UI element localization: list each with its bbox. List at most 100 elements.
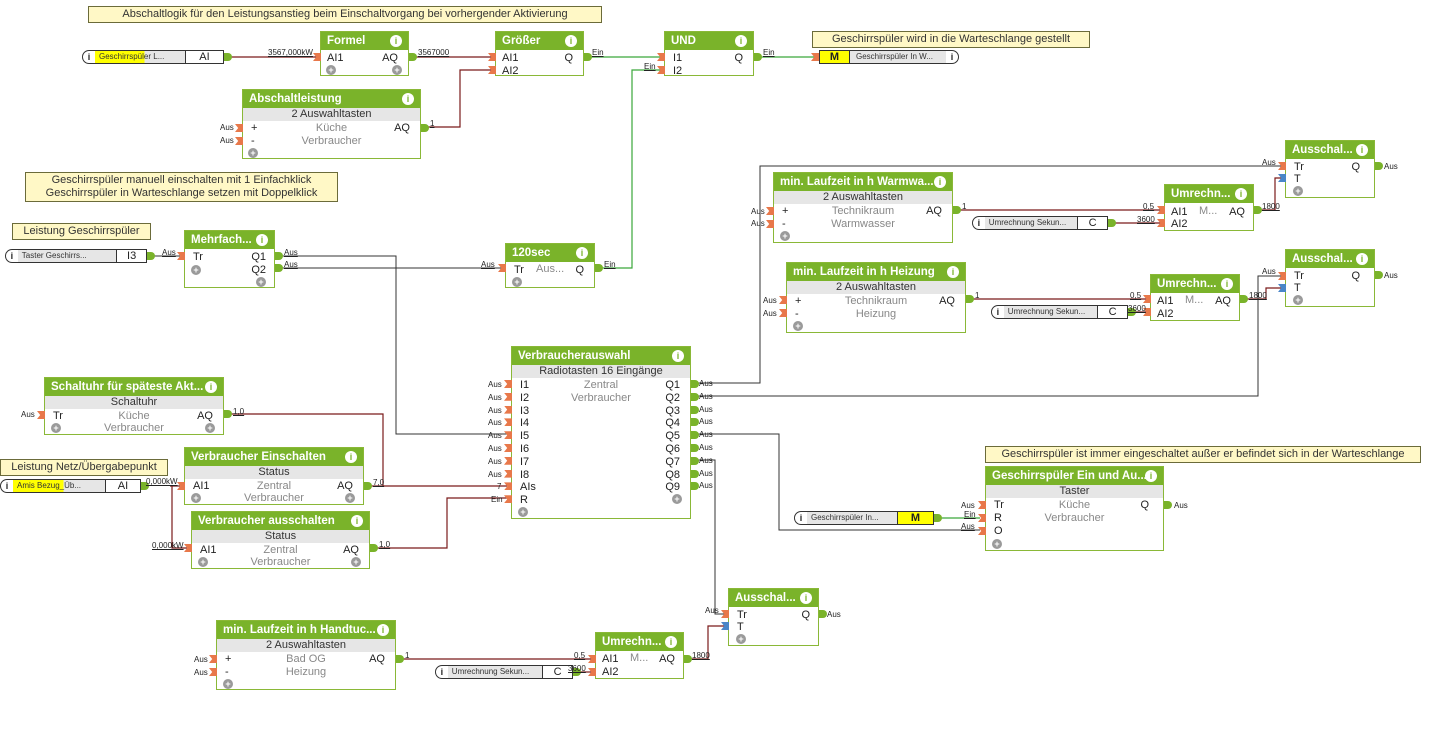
output-gs-warteschlange[interactable]: M Geschirrspüler In W... i [819, 50, 959, 64]
info-icon[interactable]: i [1221, 278, 1233, 290]
input-pin[interactable] [779, 309, 787, 317]
output-pin[interactable] [275, 252, 283, 260]
input-taster[interactable]: i Taster Geschirrs... I3 [5, 249, 147, 263]
add-input-icon[interactable]: + [1293, 186, 1303, 196]
input-pin[interactable] [978, 527, 986, 535]
output-pin[interactable] [684, 655, 692, 663]
input-pin[interactable] [1157, 219, 1165, 227]
input-pin[interactable] [588, 655, 596, 663]
add-input-icon[interactable]: + [780, 231, 790, 241]
output-pin[interactable] [364, 482, 372, 490]
output-pin[interactable] [224, 53, 232, 61]
output-pin[interactable] [421, 124, 429, 132]
input-pin[interactable] [1278, 162, 1286, 170]
output-pin[interactable] [754, 53, 762, 61]
input-pin[interactable] [721, 610, 729, 618]
output-pin[interactable] [573, 668, 581, 676]
add-input-icon[interactable]: + [736, 634, 746, 644]
input-gs-in[interactable]: i Geschirrspüler In... M [794, 511, 934, 525]
input-pin[interactable] [978, 501, 986, 509]
input-pin[interactable] [1278, 272, 1286, 280]
add-input-icon[interactable]: + [198, 557, 208, 567]
output-pin[interactable] [141, 482, 149, 490]
info-icon[interactable]: i [256, 234, 268, 246]
input-amis[interactable]: i Amis Bezug_Üb... AI [0, 479, 141, 493]
block-laufzeit-handtuch[interactable]: min. Laufzeit in h Handtuc...i 2 Auswahl… [216, 620, 396, 690]
input-pin[interactable] [504, 444, 512, 452]
add-output-icon[interactable]: + [672, 494, 682, 504]
info-icon[interactable]: i [1356, 253, 1368, 265]
info-icon[interactable]: i [735, 35, 747, 47]
input-pin[interactable] [504, 405, 512, 414]
input-pin[interactable] [504, 392, 512, 401]
input-pin[interactable] [209, 668, 217, 676]
input-pin[interactable] [1278, 284, 1286, 292]
info-icon[interactable]: i [934, 176, 946, 188]
add-input-icon[interactable]: + [518, 507, 528, 517]
input-pin[interactable] [235, 137, 243, 145]
add-input-icon[interactable]: + [326, 65, 336, 75]
block-umrechnung-warmwasser[interactable]: Umrechn...i AI1 AI2 M... AQ [1164, 184, 1254, 231]
add-output-icon[interactable]: + [351, 557, 361, 567]
add-input-icon[interactable]: + [191, 493, 201, 503]
input-pin[interactable] [1157, 206, 1165, 214]
input-gs-leistung[interactable]: i Geschirrspüler L... AI [82, 50, 224, 64]
input-umrechnung-1[interactable]: i Umrechnung Sekun... C [972, 216, 1108, 230]
output-pin[interactable] [1375, 162, 1383, 170]
output-pin[interactable] [691, 469, 699, 478]
output-pin[interactable] [370, 544, 378, 552]
block-ausschalt-handtuch[interactable]: Ausschal...i Tr T Q + [728, 588, 819, 646]
input-umrechnung-2[interactable]: i Umrechnung Sekun... C [991, 305, 1128, 319]
output-pin[interactable] [275, 264, 283, 272]
input-pin[interactable] [766, 207, 774, 215]
info-icon[interactable]: i [390, 35, 402, 47]
input-pin[interactable] [504, 495, 512, 504]
input-pin[interactable] [177, 252, 185, 260]
info-icon[interactable]: i [1235, 188, 1247, 200]
info-icon[interactable]: i [672, 350, 684, 362]
output-pin[interactable] [1164, 501, 1172, 509]
output-pin[interactable] [147, 252, 155, 260]
block-ausschalt-warmwasser[interactable]: Ausschal...i Tr T Q + [1285, 140, 1375, 198]
add-input-icon[interactable]: + [1293, 295, 1303, 305]
output-pin[interactable] [1128, 308, 1136, 316]
input-pin[interactable] [209, 655, 217, 663]
input-pin[interactable] [504, 456, 512, 465]
block-schaltuhr[interactable]: Schaltuhr für späteste Akt...i Schaltuhr… [44, 377, 224, 435]
output-pin[interactable] [584, 53, 592, 61]
input-pin[interactable] [721, 622, 729, 630]
output-pin[interactable] [1375, 271, 1383, 279]
output-pin[interactable] [691, 431, 699, 440]
output-pin[interactable] [595, 264, 603, 272]
input-pin[interactable] [37, 411, 45, 419]
block-mehrfach[interactable]: Mehrfach...i Tr Q1 Q2 + + [184, 230, 275, 288]
output-pin[interactable] [691, 418, 699, 427]
input-pin[interactable] [177, 482, 185, 490]
input-pin[interactable] [588, 668, 596, 676]
input-pin[interactable] [235, 124, 243, 132]
output-pin[interactable] [691, 392, 699, 401]
output-pin[interactable] [1254, 206, 1262, 214]
block-umrechnung-handtuch[interactable]: Umrechn...i AI1 AI2 M... AQ [595, 632, 684, 679]
block-laufzeit-warmwasser[interactable]: min. Laufzeit in h Warmwa...i 2 Auswahlt… [773, 172, 953, 243]
input-pin[interactable] [657, 53, 665, 61]
info-icon[interactable]: i [947, 266, 959, 278]
add-input-icon[interactable]: + [51, 423, 61, 433]
block-ausschalt-heizung[interactable]: Ausschal...i Tr T Q + [1285, 249, 1375, 307]
output-pin[interactable] [1240, 295, 1248, 303]
info-icon[interactable]: i [1356, 144, 1368, 156]
input-pin[interactable] [779, 296, 787, 304]
output-pin[interactable] [691, 444, 699, 452]
output-pin[interactable] [691, 380, 699, 388]
input-pin[interactable] [978, 514, 986, 522]
input-pin[interactable] [504, 482, 512, 491]
output-pin[interactable] [953, 206, 961, 214]
add-output-icon[interactable]: + [205, 423, 215, 433]
info-icon[interactable]: i [345, 451, 357, 463]
